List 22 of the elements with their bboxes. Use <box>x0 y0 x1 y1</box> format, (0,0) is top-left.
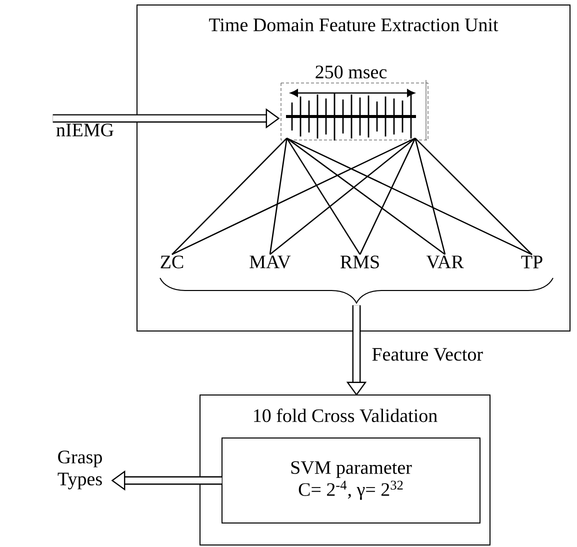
connector-line <box>172 138 416 255</box>
connector-line <box>359 138 416 255</box>
connector-line <box>286 138 446 255</box>
feature-label: VAR <box>426 256 464 268</box>
input-label: nIEMG <box>56 124 114 136</box>
connector-line <box>269 138 288 254</box>
connector-line <box>414 138 532 256</box>
connector-line <box>286 138 532 256</box>
feature-label: MAV <box>250 256 291 268</box>
connector-line <box>286 138 361 255</box>
parameter-box: SVM parameter C= 2$^{-4}$, γ= 2$^{32}$ <box>222 438 480 524</box>
edge-label: Feature Vector <box>370 347 484 362</box>
connector-line <box>414 138 446 255</box>
connector-line <box>172 138 288 255</box>
feature-label: TP <box>521 256 542 268</box>
emg-signal-drawing <box>280 80 428 140</box>
brace <box>160 278 554 304</box>
output-label: Grasp Types <box>58 450 102 490</box>
feature-label: ZC <box>160 256 184 268</box>
dimension-label: 250 msec <box>316 66 387 78</box>
connector-line <box>270 138 416 255</box>
feature-label: RMS <box>340 256 379 268</box>
